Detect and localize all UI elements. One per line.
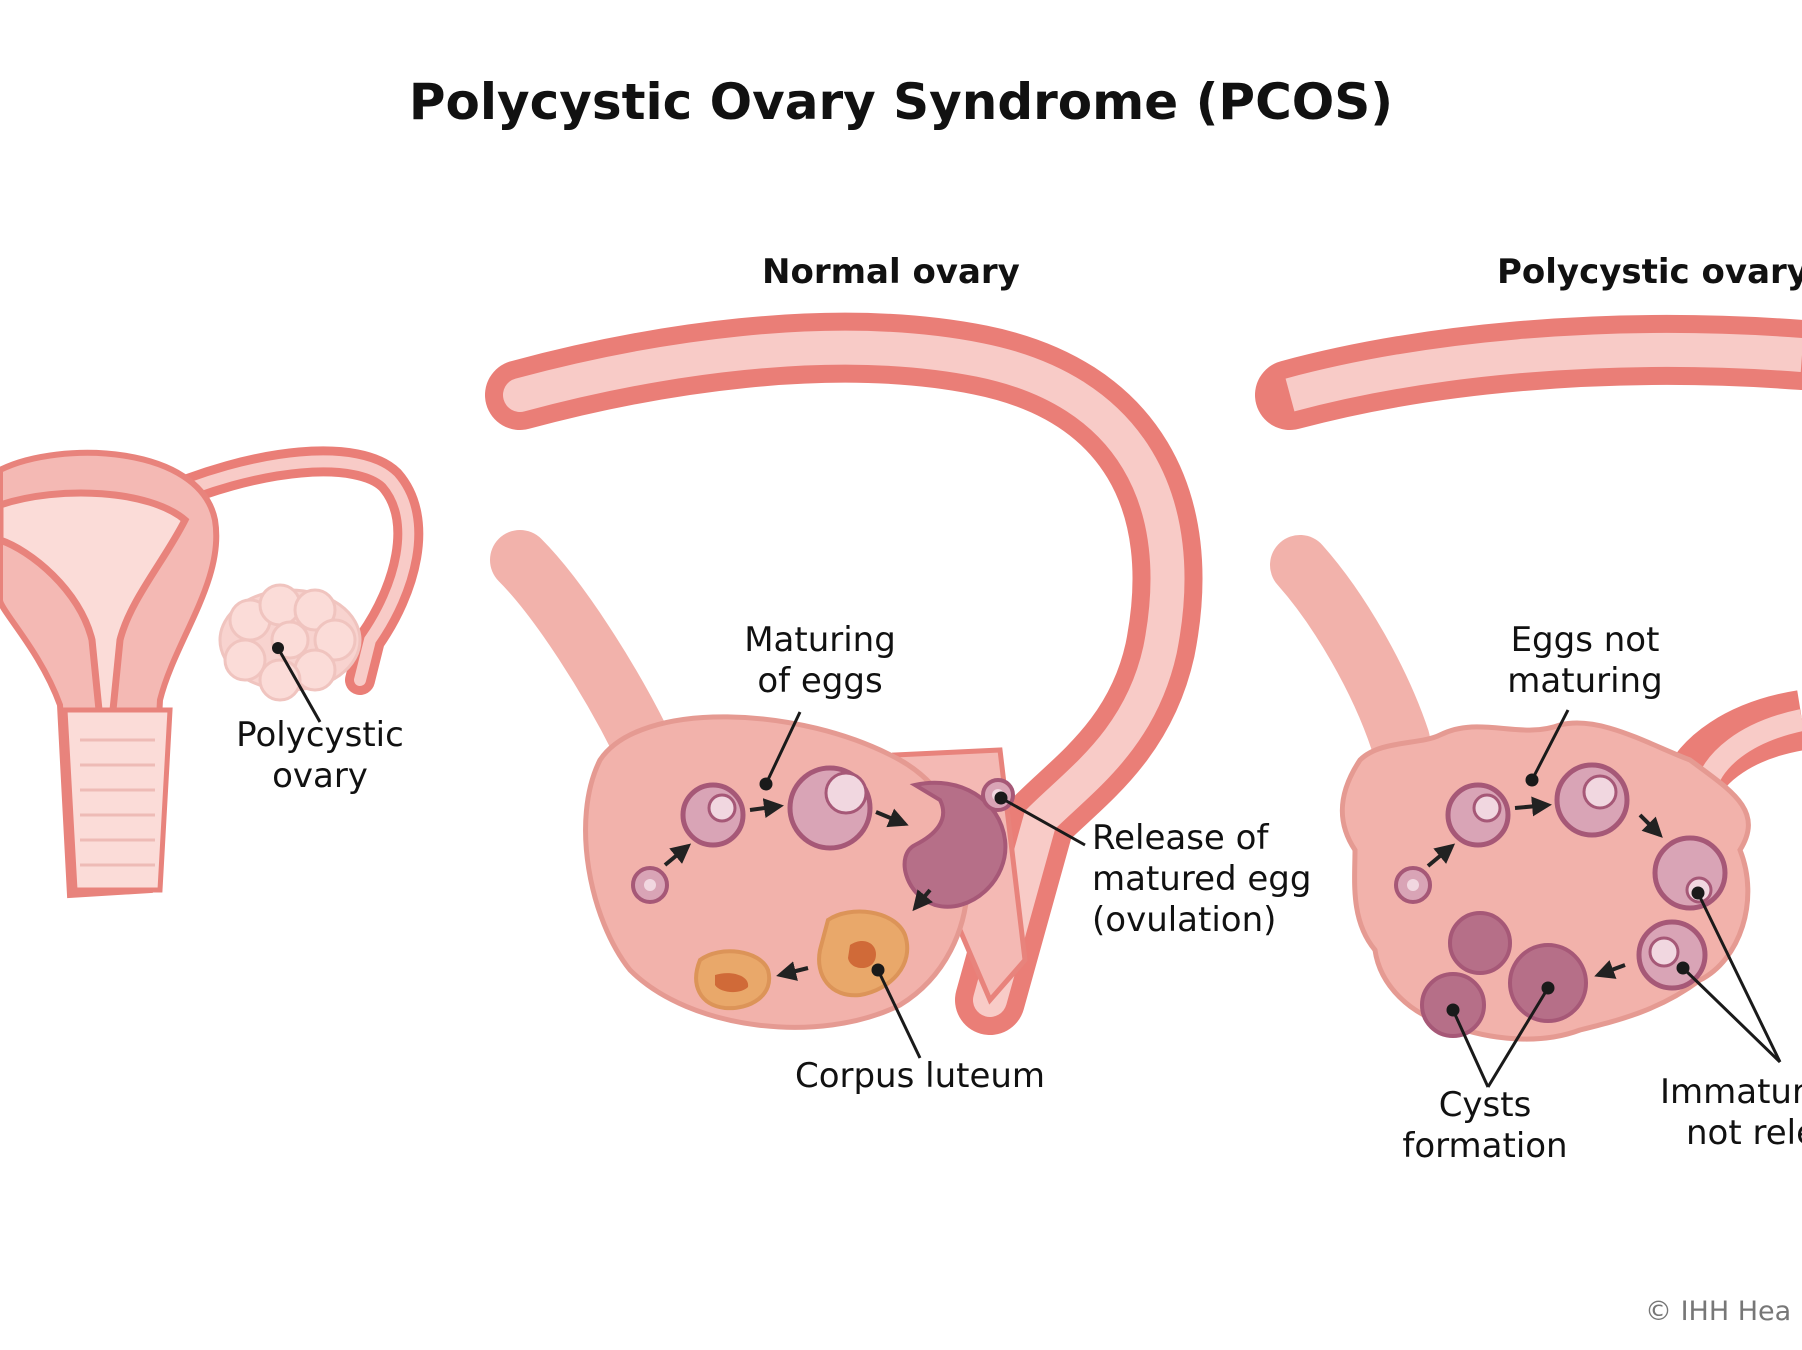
normal-ovary-illustration <box>485 312 1203 1059</box>
page-title: Polycystic Ovary Syndrome (PCOS) <box>408 73 1394 131</box>
label-eggs-not-maturing: Eggs not maturing <box>1507 620 1663 701</box>
polycystic-follicle-small <box>1394 866 1432 904</box>
polycystic-follicle-a <box>1445 782 1511 848</box>
copyright-notice: © IHH Hea <box>1645 1296 1792 1327</box>
normal-corpus-albicans <box>694 949 772 1011</box>
heading-polycystic-ovary: Polycystic ovary <box>1497 252 1802 292</box>
label-immature-not-released: Immatur not rele <box>1660 1072 1802 1153</box>
normal-ruptured-follicle <box>902 778 1015 909</box>
normal-corpus-luteum <box>817 909 910 998</box>
uterus-polycystic-ovary <box>218 583 362 702</box>
cervix <box>62 707 173 893</box>
heading-normal-ovary: Normal ovary <box>762 252 1020 292</box>
polycystic-follicle-b <box>1554 762 1630 838</box>
label-release-of-matured-egg: Release of matured egg (ovulation) <box>1092 818 1312 940</box>
normal-follicle-medium <box>680 782 746 848</box>
polycystic-follicle-c <box>1652 835 1728 911</box>
uterus-illustration <box>0 446 424 899</box>
label-cysts-formation: Cysts formation <box>1402 1085 1568 1166</box>
normal-follicle-small <box>631 866 669 904</box>
label-maturing-of-eggs: Maturing of eggs <box>744 620 896 701</box>
normal-follicle-large <box>787 765 873 851</box>
label-corpus-luteum: Corpus luteum <box>794 1056 1046 1096</box>
polycystic-ovary-illustration <box>1255 314 1802 1088</box>
label-uterus-polycystic-ovary: Polycystic ovary <box>236 715 404 796</box>
uterus-cavity <box>0 489 190 724</box>
